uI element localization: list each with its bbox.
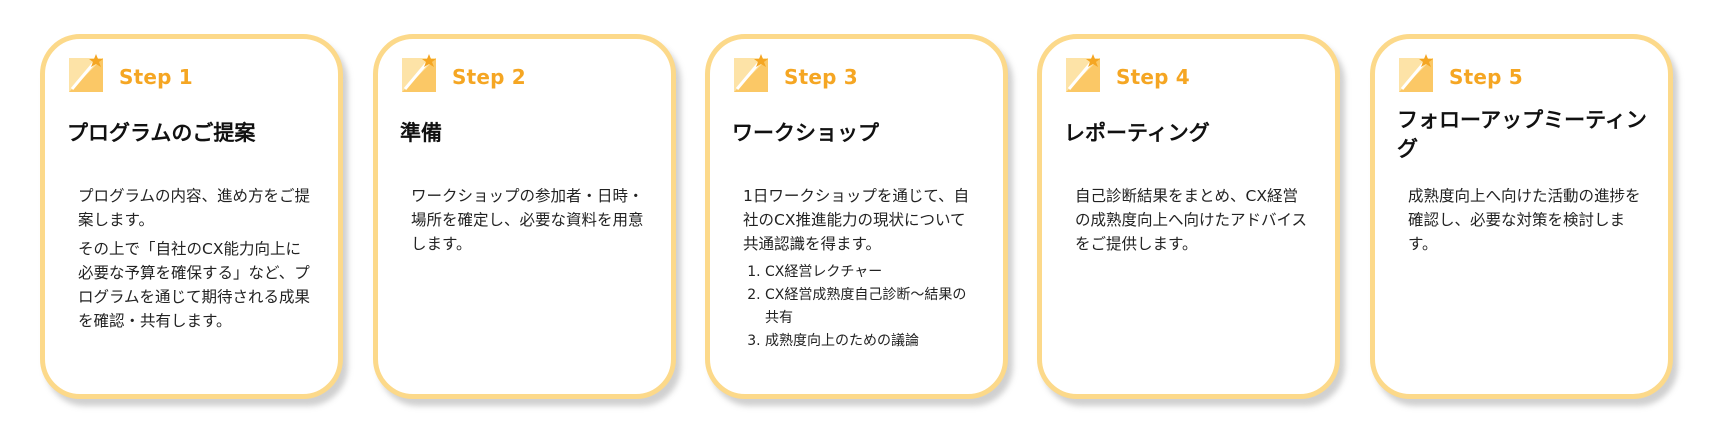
magic-wand-icon: [1066, 54, 1100, 92]
step-card-2: Step 2 準備 ワークショップの参加者・日時・場所を確定し、必要な資料を用意…: [373, 34, 676, 399]
list-item: CX経営成熟度自己診断〜結果の共有: [765, 284, 978, 330]
step-description: 1日ワークショップを通じて、自社のCX推進能力の現状について共通認識を得ます。 …: [743, 184, 978, 353]
list-item: CX経営レクチャー: [765, 261, 978, 284]
step-label: Step 2: [452, 65, 526, 89]
step-header: Step 4: [1064, 52, 1190, 94]
step-title: 準備: [400, 121, 442, 145]
step-card-3: Step 3 ワークショップ 1日ワークショップを通じて、自社のCX推進能力の現…: [705, 34, 1008, 399]
step-header: Step 3: [732, 52, 858, 94]
magic-wand-icon: [1399, 54, 1433, 92]
step-card-1: Step 1 プログラムのご提案 プログラムの内容、進め方をご提案します。 その…: [40, 34, 343, 399]
step-card-4: Step 4 レポーティング 自己診断結果をまとめ、CX経営の成熟度向上へ向けた…: [1037, 34, 1340, 399]
step-card-5: Step 5 フォローアップミーティング 成熟度向上へ向けた活動の進捗を確認し、…: [1370, 34, 1673, 399]
step-title: ワークショップ: [732, 121, 879, 145]
step-paragraph: 成熟度向上へ向けた活動の進捗を確認し、必要な対策を検討します。: [1408, 187, 1641, 253]
step-paragraph: ワークショップの参加者・日時・場所を確定し、必要な資料を用意します。: [411, 187, 644, 253]
step-label: Step 4: [1116, 65, 1190, 89]
step-header: Step 1: [67, 52, 193, 94]
step-header: Step 5: [1397, 52, 1523, 94]
step-title: フォローアップミーティング: [1397, 108, 1647, 161]
step-title: プログラムのご提案: [67, 121, 256, 145]
step-header: Step 2: [400, 52, 526, 94]
step-label: Step 5: [1449, 65, 1523, 89]
step-paragraph: その上で「自社のCX能力向上に必要な予算を確保する」など、プログラムを通じて期待…: [78, 240, 311, 330]
step-description: ワークショップの参加者・日時・場所を確定し、必要な資料を用意します。: [411, 184, 646, 261]
list-item: 成熟度向上のための議論: [765, 330, 978, 353]
step-paragraph: プログラムの内容、進め方をご提案します。: [78, 187, 311, 229]
magic-wand-icon: [69, 54, 103, 92]
magic-wand-icon: [402, 54, 436, 92]
magic-wand-icon: [734, 54, 768, 92]
step-title: レポーティング: [1064, 121, 1210, 145]
step-label: Step 1: [119, 65, 193, 89]
step-paragraph: 自己診断結果をまとめ、CX経営の成熟度向上へ向けたアドバイスをご提供します。: [1075, 187, 1308, 253]
step-description: プログラムの内容、進め方をご提案します。 その上で「自社のCX能力向上に必要な予…: [78, 184, 313, 338]
step-list: CX経営レクチャー CX経営成熟度自己診断〜結果の共有 成熟度向上のための議論: [743, 261, 978, 353]
step-paragraph: 1日ワークショップを通じて、自社のCX推進能力の現状について共通認識を得ます。: [743, 187, 970, 253]
step-description: 成熟度向上へ向けた活動の進捗を確認し、必要な対策を検討します。: [1408, 184, 1643, 261]
step-description: 自己診断結果をまとめ、CX経営の成熟度向上へ向けたアドバイスをご提供します。: [1075, 184, 1310, 261]
step-label: Step 3: [784, 65, 858, 89]
